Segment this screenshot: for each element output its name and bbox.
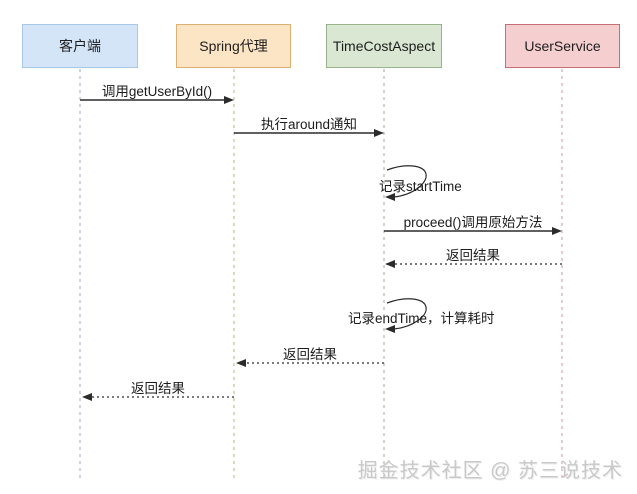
actor-box-time-cost-aspect: TimeCostAspect [326, 24, 442, 68]
message-label-call-getuserbyid: 调用getUserById() [101, 84, 213, 99]
actor-box-user-service: UserService [505, 24, 620, 68]
message-label-return-to-proxy: 返回结果 [283, 347, 337, 362]
message-label-return-to-client: 返回结果 [131, 381, 185, 396]
message-label-record-starttime: 记录startTime [379, 179, 462, 194]
message-label-return-to-aspect: 返回结果 [446, 248, 500, 263]
actor-box-spring-proxy: Spring代理 [176, 24, 291, 68]
watermark-text: 掘金技术社区 @ 苏三说技术 [357, 460, 623, 482]
message-label-record-endtime: 记录endTime，计算耗时 [348, 311, 495, 326]
actor-box-client: 客户端 [22, 24, 138, 68]
message-label-proceed: proceed()调用原始方法 [403, 215, 543, 230]
message-label-around-advice: 执行around通知 [260, 117, 358, 132]
